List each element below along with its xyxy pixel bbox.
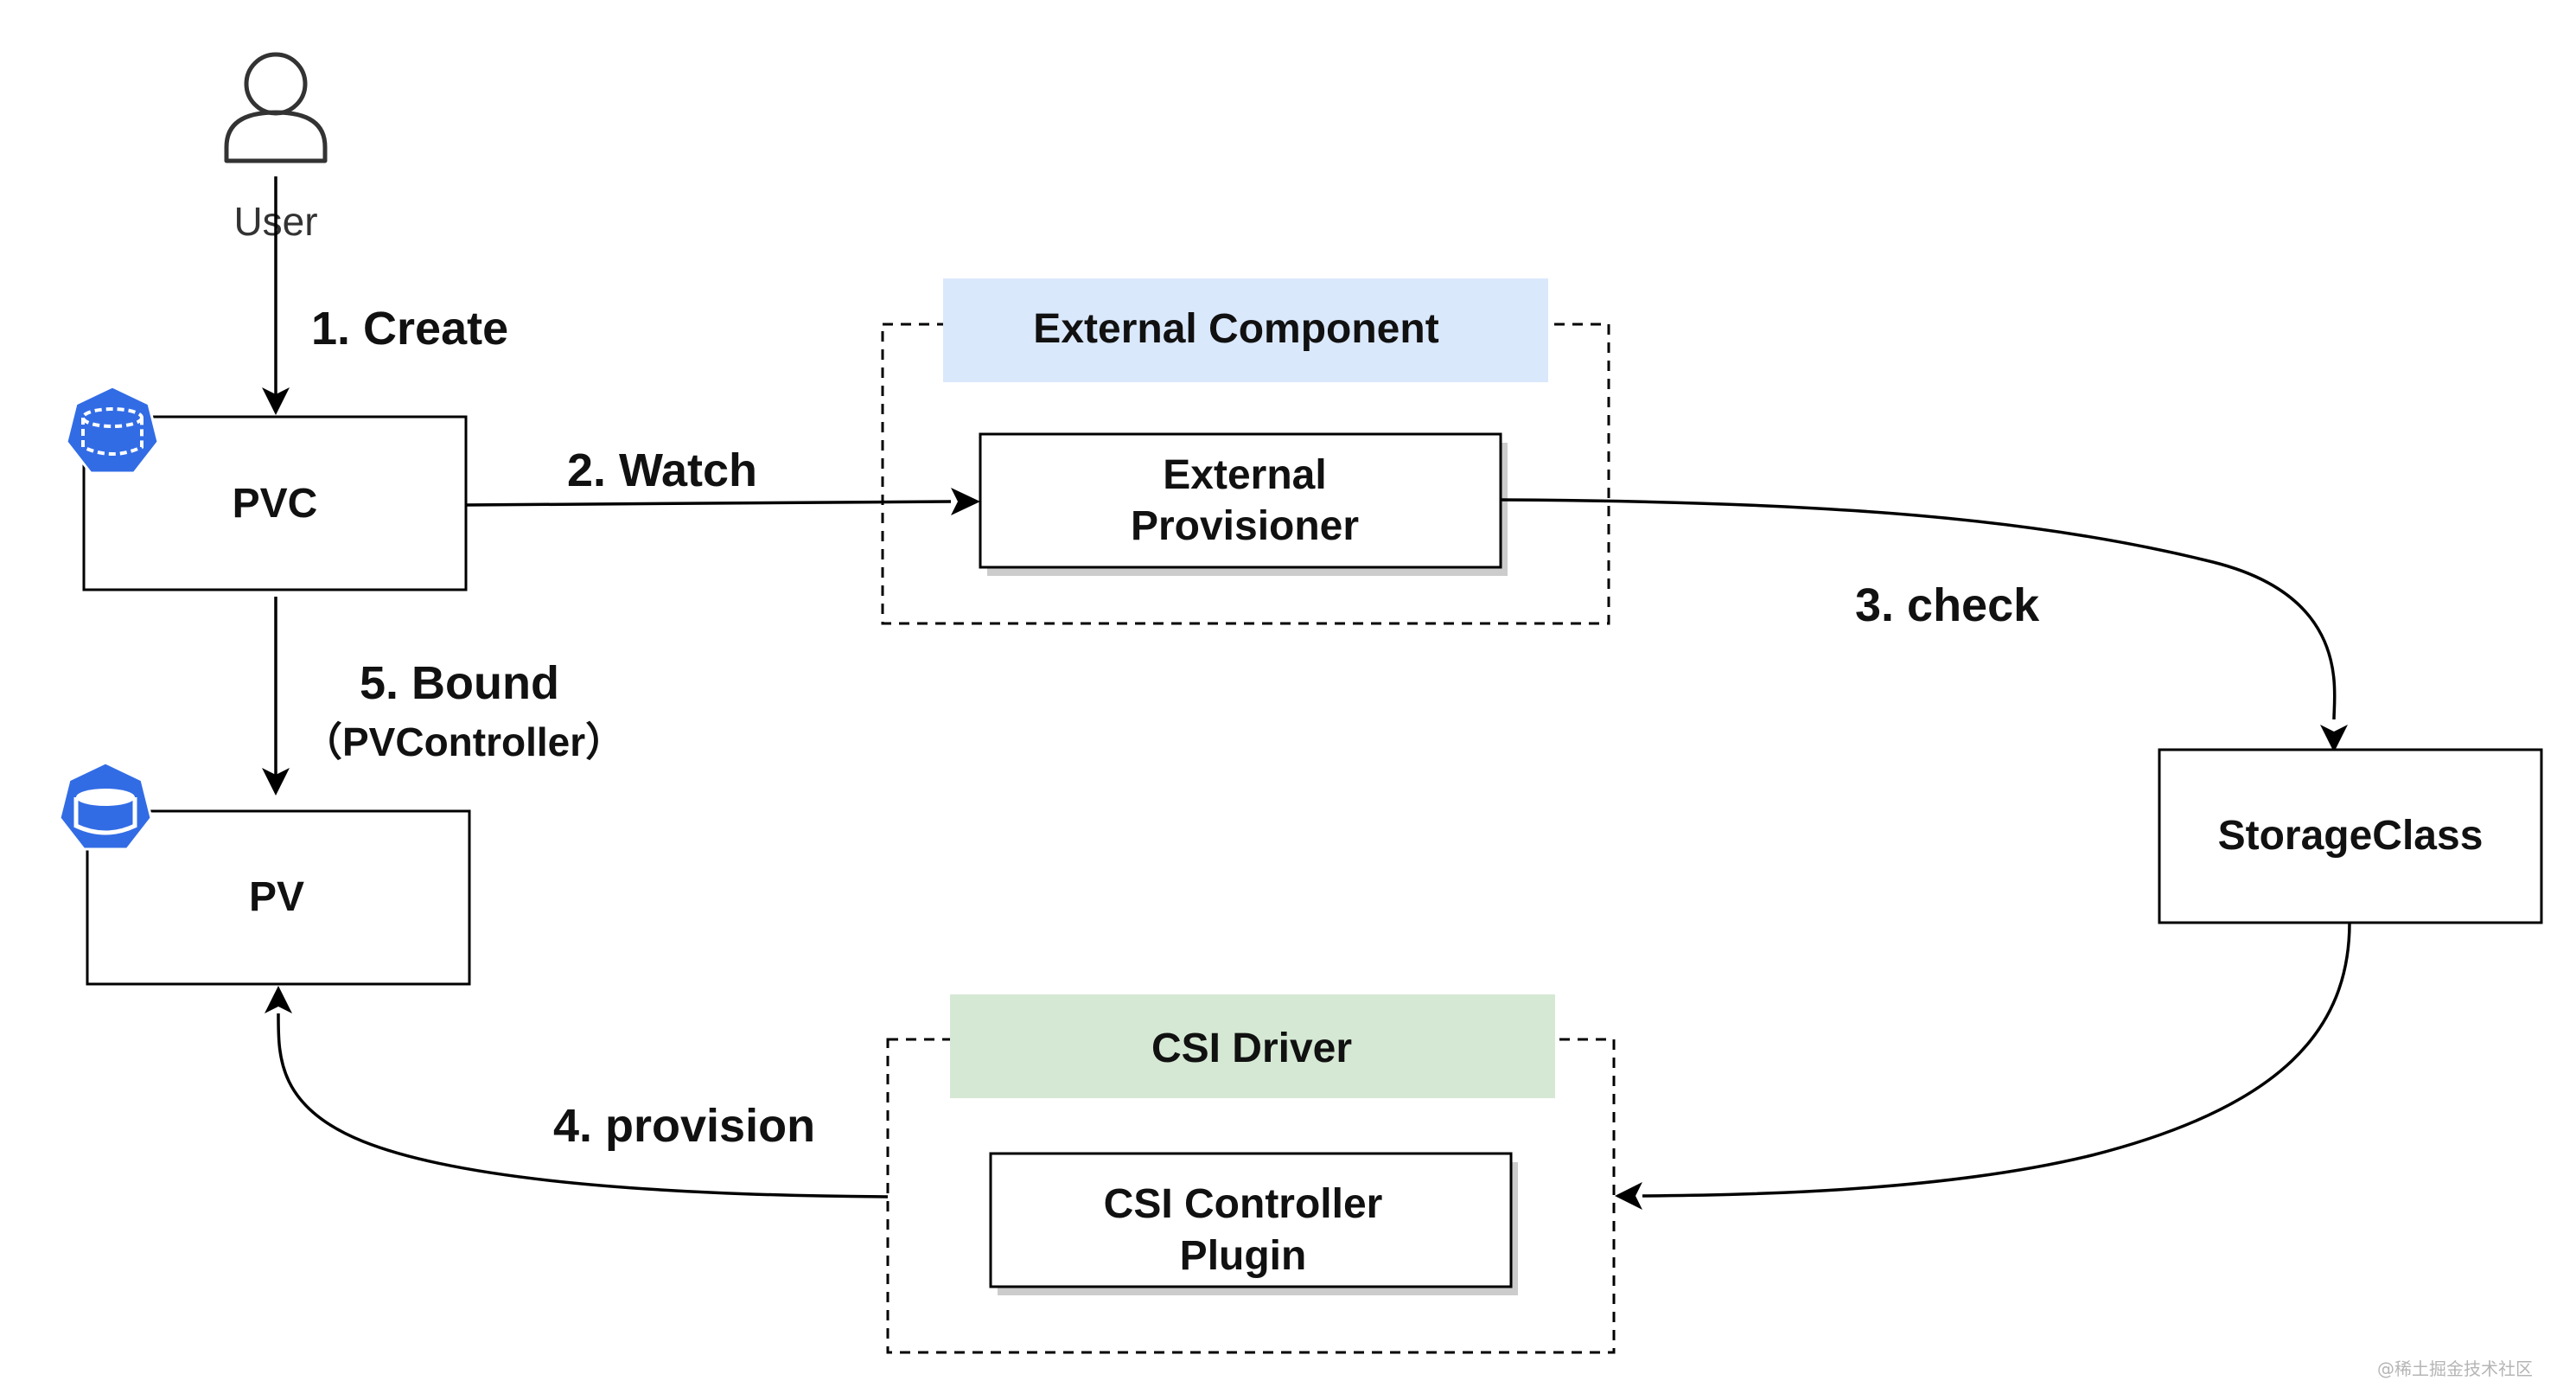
pv-label: PV [249, 874, 304, 920]
external-component-header [943, 278, 1548, 382]
pv-node [86, 809, 471, 986]
csi-controller-plugin-label-line2: Plugin [1180, 1233, 1307, 1279]
external-provisioner-label-line1: External [1163, 452, 1326, 498]
external-provisioner-label-line2: Provisioner [1131, 503, 1359, 549]
edge-provision [265, 986, 889, 1198]
csi-driver-title: CSI Driver [1151, 1026, 1352, 1071]
edge-create-label: 1. Create [311, 303, 508, 355]
user-icon [224, 52, 328, 163]
csi-driver-header [950, 994, 1555, 1098]
edge-bound-label: 5. Bound [360, 657, 559, 709]
pvc-label: PVC [233, 481, 318, 527]
edge-create [262, 176, 290, 415]
edge-bound [262, 597, 290, 796]
k8s-pv-icon [58, 761, 153, 851]
edge-check [1500, 498, 2348, 752]
edge-watch [465, 488, 980, 515]
external-component-title: External Component [1033, 306, 1438, 352]
storageclass-node [2158, 748, 2543, 924]
k8s-pvc-icon [65, 385, 160, 475]
watermark: @稀土掘金技术社区 [2377, 1358, 2533, 1379]
csi-controller-plugin-label-line1: CSI Controller [1104, 1181, 1383, 1227]
edge-watch-label: 2. Watch [567, 444, 757, 496]
edge-provision-label: 4. provision [553, 1100, 815, 1152]
edge-bound-sublabel: （PVController） [303, 719, 625, 764]
csi-controller-plugin-node [989, 1152, 1513, 1288]
storageclass-label: StorageClass [2218, 813, 2484, 859]
edge-check-label: 3. check [1855, 579, 2040, 631]
external-provisioner-node [979, 432, 1502, 569]
edge-storageclass-to-csi [1615, 922, 2351, 1210]
